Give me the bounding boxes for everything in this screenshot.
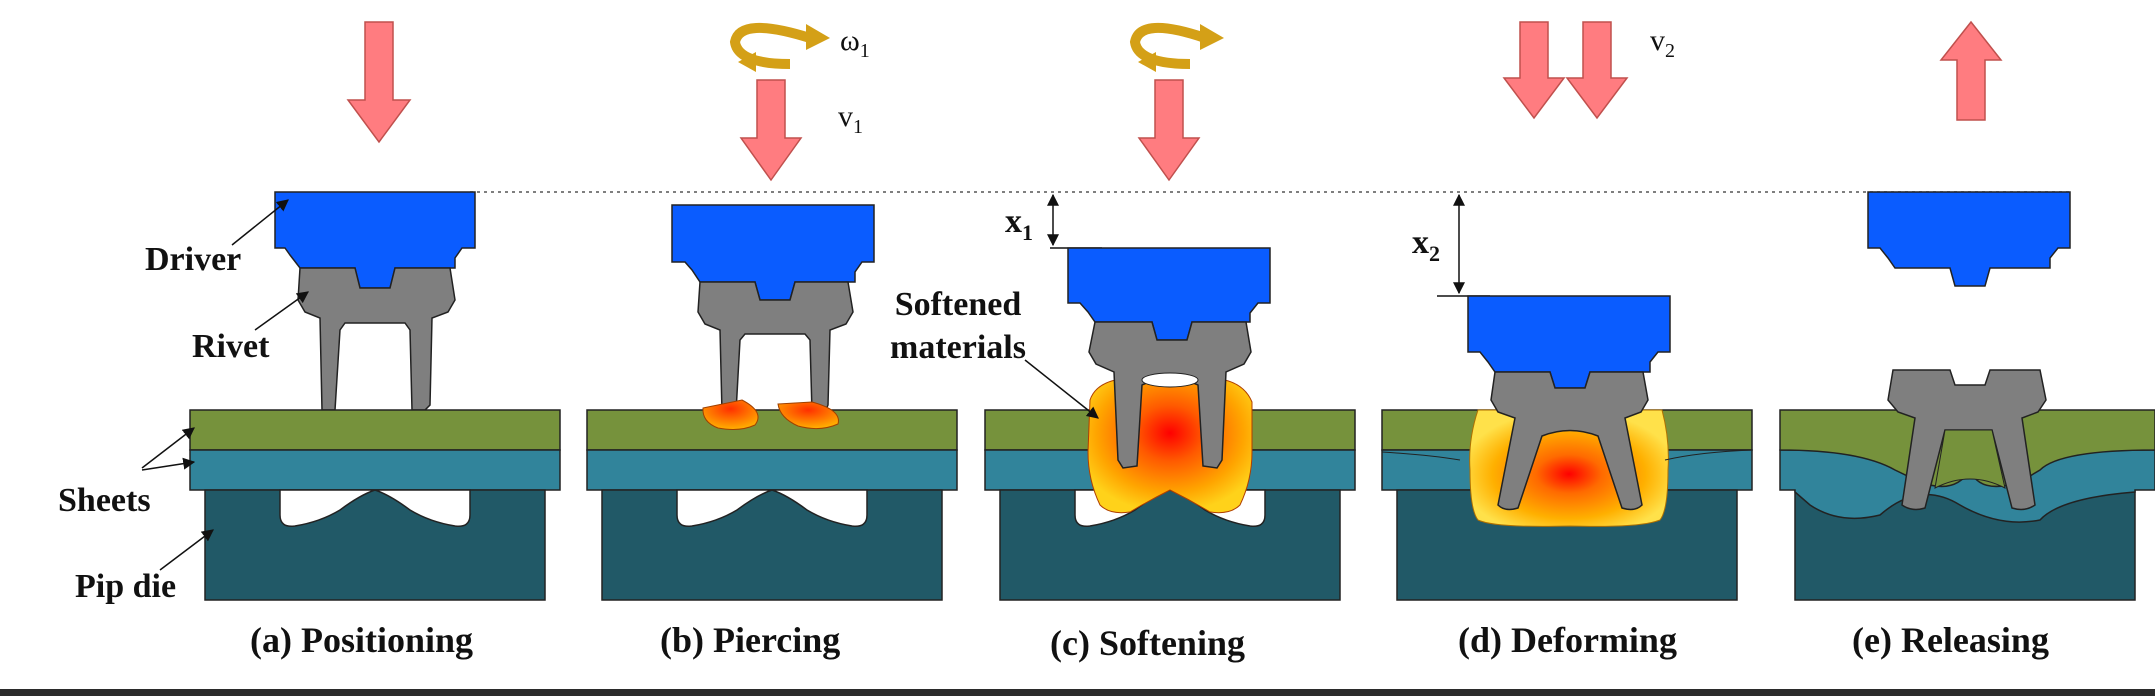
softened-line1: Softened xyxy=(894,286,1022,323)
rotation-arrow xyxy=(1129,23,1207,69)
stage-e-releasing xyxy=(1779,20,2155,601)
sheets-label: Sheets xyxy=(58,482,151,519)
stage-c-softening xyxy=(984,23,1356,601)
x1-text: x xyxy=(1005,203,1022,240)
x2-text: x xyxy=(1412,224,1429,261)
stage-b-piercing xyxy=(586,23,958,601)
v1-sub: 1 xyxy=(853,116,863,138)
softened-pointer xyxy=(1024,359,1099,419)
die-cavity xyxy=(676,489,868,528)
stage-d-deforming xyxy=(1381,21,1753,601)
sheets-pointer-bottom xyxy=(141,457,196,471)
pip-die xyxy=(204,489,546,601)
top-sheet xyxy=(586,409,958,451)
omega1-symbol: ω1 xyxy=(840,24,870,62)
sheets-pointer-top xyxy=(141,427,195,469)
caption-deforming: (d) Deforming xyxy=(1458,620,1677,660)
omega1-text: ω xyxy=(840,24,860,57)
caption-releasing: (e) Releasing xyxy=(1852,620,2049,660)
rivet xyxy=(1490,371,1649,511)
pip-die xyxy=(999,489,1341,601)
x2-symbol: x2 xyxy=(1412,226,1440,265)
pip-die-label: Pip die xyxy=(75,568,177,605)
x2-sub: 2 xyxy=(1429,240,1440,266)
heated-zone-left xyxy=(702,399,759,430)
v2-sub: 2 xyxy=(1665,40,1675,62)
heated-zone-right xyxy=(777,401,839,430)
down-arrow xyxy=(1565,21,1629,120)
top-sheet xyxy=(189,409,561,451)
driver xyxy=(1867,191,2071,287)
v1-text: v xyxy=(838,100,853,133)
v1-symbol: v1 xyxy=(838,100,863,138)
bottom-bar xyxy=(0,689,2155,696)
pip-die xyxy=(601,489,943,601)
rivet xyxy=(297,267,456,411)
die-cavity xyxy=(279,489,471,528)
x1-symbol: x1 xyxy=(1005,205,1033,244)
pip-die-pointer xyxy=(159,529,214,571)
rivet-pointer xyxy=(254,291,309,331)
driver-label: Driver xyxy=(145,241,242,278)
rivet xyxy=(697,281,854,413)
driver-pointer xyxy=(231,199,289,246)
bottom-sheet xyxy=(189,449,561,491)
stage-a-positioning xyxy=(189,21,561,601)
softened-line2: materials xyxy=(890,328,1026,366)
down-arrow xyxy=(1502,21,1566,120)
down-arrow xyxy=(1137,79,1201,182)
bottom-sheet xyxy=(586,449,958,491)
x1-sub: 1 xyxy=(1022,219,1033,245)
rivet-label: Rivet xyxy=(192,328,270,365)
rotation-arrow xyxy=(729,23,812,69)
v2-text: v xyxy=(1650,24,1665,57)
down-arrow xyxy=(346,21,412,144)
bottom-sheet xyxy=(1779,449,2155,523)
omega1-sub: 1 xyxy=(859,40,870,62)
caption-softening: (c) Softening xyxy=(1050,623,1245,663)
softened-materials-label: Softened materials xyxy=(890,284,1026,369)
caption-piercing: (b) Piercing xyxy=(660,620,841,660)
caption-positioning: (a) Positioning xyxy=(250,620,474,660)
rivet xyxy=(1887,369,2047,511)
down-arrow xyxy=(739,79,803,182)
up-arrow xyxy=(1939,20,2003,121)
v2-symbol: v2 xyxy=(1650,24,1675,62)
